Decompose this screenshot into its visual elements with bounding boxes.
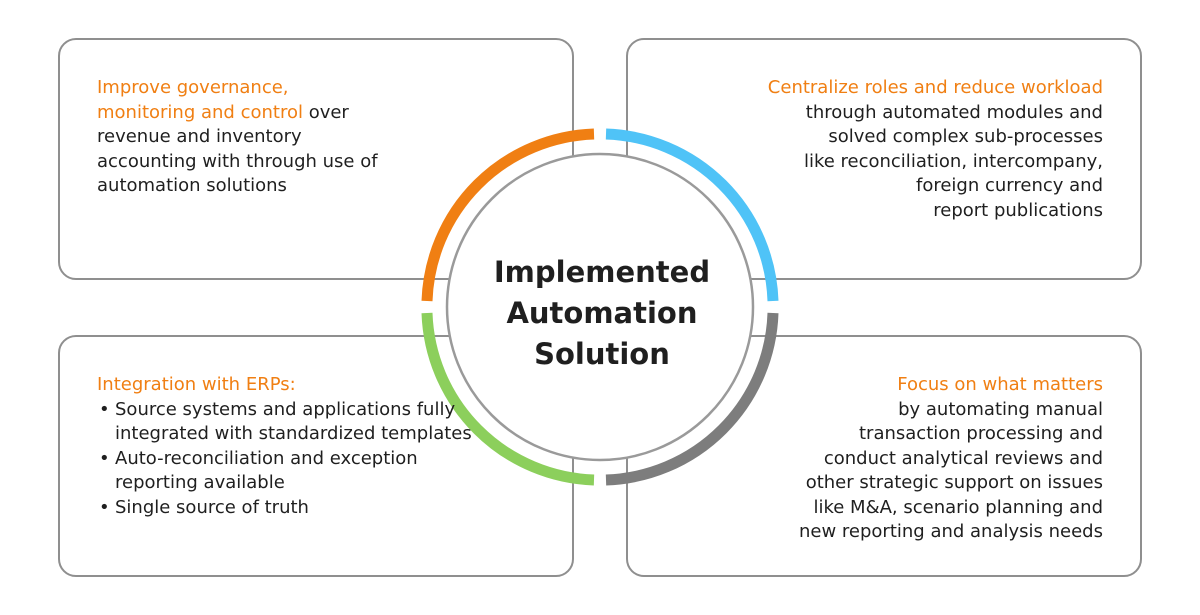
ring-segment-gray (605, 312, 779, 486)
erp-bullet-item: Auto-reconciliation and exception report… (97, 447, 497, 496)
center-title-line: Automation (506, 296, 698, 330)
erp-bullet-list: Source systems and applications fully in… (97, 398, 497, 521)
erp-bullet-item: Source systems and applications fully in… (97, 398, 497, 447)
centralize-body: foreign currency and (916, 175, 1103, 196)
governance-body: over (302, 101, 349, 123)
ring-segment-orange (421, 128, 595, 302)
focus-heading: Focus on what matters (897, 374, 1103, 395)
focus-text: Focus on what matters by automating manu… (713, 373, 1103, 545)
focus-body: conduct analytical reviews and (823, 447, 1103, 469)
governance-body: automation solutions (97, 175, 287, 196)
centralize-body: through automated modules and (805, 101, 1103, 123)
center-title-line: Solution (534, 337, 670, 371)
center-title: Implemented Automation Solution (470, 252, 734, 375)
focus-body: transaction processing and (859, 423, 1103, 444)
focus-body: by automating manual (898, 398, 1103, 420)
governance-body: accounting with through use of (97, 150, 378, 172)
focus-body: like M&A, scenario planning and (813, 496, 1103, 518)
ring-segment-blue (605, 128, 779, 302)
governance-body: revenue and inventory (97, 126, 302, 147)
focus-body: other strategic support on issues (805, 472, 1103, 493)
erp-bullet-item: Single source of truth (97, 496, 497, 521)
centralize-heading: Centralize roles and reduce workload (767, 77, 1103, 98)
centralize-text: Centralize roles and reduce workload thr… (683, 76, 1103, 223)
focus-body: new reporting and analysis needs (798, 521, 1103, 542)
governance-heading: monitoring and control (97, 101, 303, 123)
governance-text: Improve governance, monitoring and contr… (97, 76, 442, 199)
ring-inner-circle (445, 152, 755, 462)
centralize-body: solved complex sub-processes (828, 126, 1103, 147)
erp-text: Integration with ERPs: Source systems an… (97, 373, 497, 520)
centralize-body: report publications (933, 199, 1103, 221)
centralize-body: like reconciliation, intercompany, (803, 150, 1103, 172)
erp-heading: Integration with ERPs: (97, 374, 296, 395)
center-title-line: Implemented (493, 255, 711, 289)
governance-heading: Improve governance, (97, 77, 289, 98)
